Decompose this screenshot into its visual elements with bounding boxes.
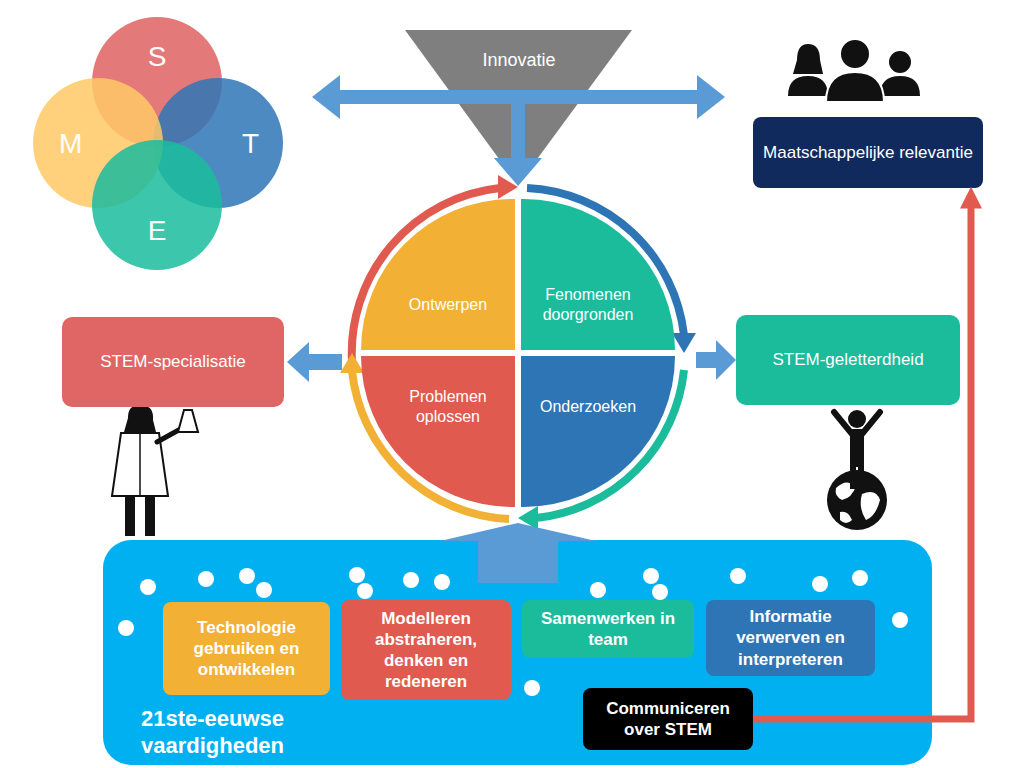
cycle-arcs [352,188,684,519]
node-label: T [242,126,259,161]
cycle-quadrant: Problemen oplossen [361,356,515,507]
skill-box: Modelleren abstraheren, denken en redene… [341,600,511,700]
bubble-dot [643,568,659,584]
bubble-dot [730,568,746,584]
arrow-shaft [336,90,698,104]
bubble-dot [812,576,828,592]
innovation-arrows [312,75,725,186]
bubble-dot [892,612,908,628]
bubble-dot [434,574,450,590]
node-label: Onderzoeken [540,397,636,417]
skill-box: Technologie gebruiken en ontwikkelen [163,602,330,695]
node-label: STEM-specialisatie [100,351,246,372]
relevance-box: Maatschappelijke relevantie [753,117,983,188]
outcome-box: STEM-geletterdheid [736,315,960,405]
node-label: Ontwerpen [409,295,487,315]
globe-figure-icon [827,410,887,530]
node-label: Innovatie [482,49,555,72]
arrow-head [287,342,309,382]
cycle-arrowhead [672,333,696,353]
skill-box: Samenwerken in team [522,600,694,658]
skill-box: Informatie verwerven en interpreteren [706,600,875,676]
cycle-quadrant: Fenomenen doorgronden [521,199,675,350]
connector-arrow [753,202,971,719]
innovation-triangle: Innovatie [405,30,633,90]
cycle-arrowhead [498,175,518,199]
people-icon [788,39,920,102]
arrow-shaft [511,104,525,160]
bubble-dot [852,570,868,586]
cycle-quadrant: Onderzoeken [521,356,675,507]
node-label: Fenomenen doorgronden [521,285,655,325]
node-label: E [148,213,167,248]
node-label: Technologie gebruiken en ontwikkelen [171,617,322,681]
bubble-dot [403,572,419,588]
node-label: Modelleren abstraheren, denken en redene… [349,608,503,693]
node-label: Problemen oplossen [381,387,515,427]
node-label: Informatie verwerven en interpreteren [714,606,867,670]
scientist-icon [112,406,198,536]
bubble-dot [590,582,606,598]
node-label: S [148,39,167,74]
bubble-dot [524,680,540,696]
arrow-head [697,75,725,119]
cycle-arrowhead [518,506,538,530]
bubble-dot [198,571,214,587]
arrow-head [716,340,736,380]
node-label: STEM-geletterdheid [772,349,923,370]
skills-band: 21ste-eeuwse vaardigheden Technologie geb… [103,540,932,765]
outcome-box: STEM-specialisatie [62,317,284,407]
innovation-funnel [405,30,632,185]
node-label: M [59,126,82,161]
skills-arrow [440,523,596,583]
bubble-dots [118,567,908,696]
node-label: Communiceren over STEM [591,698,745,741]
venn-circle: E [92,140,222,270]
bubble-dot [652,584,668,600]
bubble-dot [118,620,134,636]
bubble-dot [256,582,272,598]
node-label: Samenwerken in team [530,608,686,651]
bubble-dot [140,579,156,595]
node-label: Maatschappelijke relevantie [763,142,973,163]
bubble-dot [239,568,255,584]
bubble-dot [349,567,365,583]
arrow-head [312,75,340,119]
band-title: 21ste-eeuwse vaardigheden [141,706,331,759]
cycle-quadrant: Ontwerpen [361,199,515,350]
arrow-shaft [306,354,342,370]
skill-box: Communiceren over STEM [583,688,753,750]
bubble-dot [357,583,373,599]
